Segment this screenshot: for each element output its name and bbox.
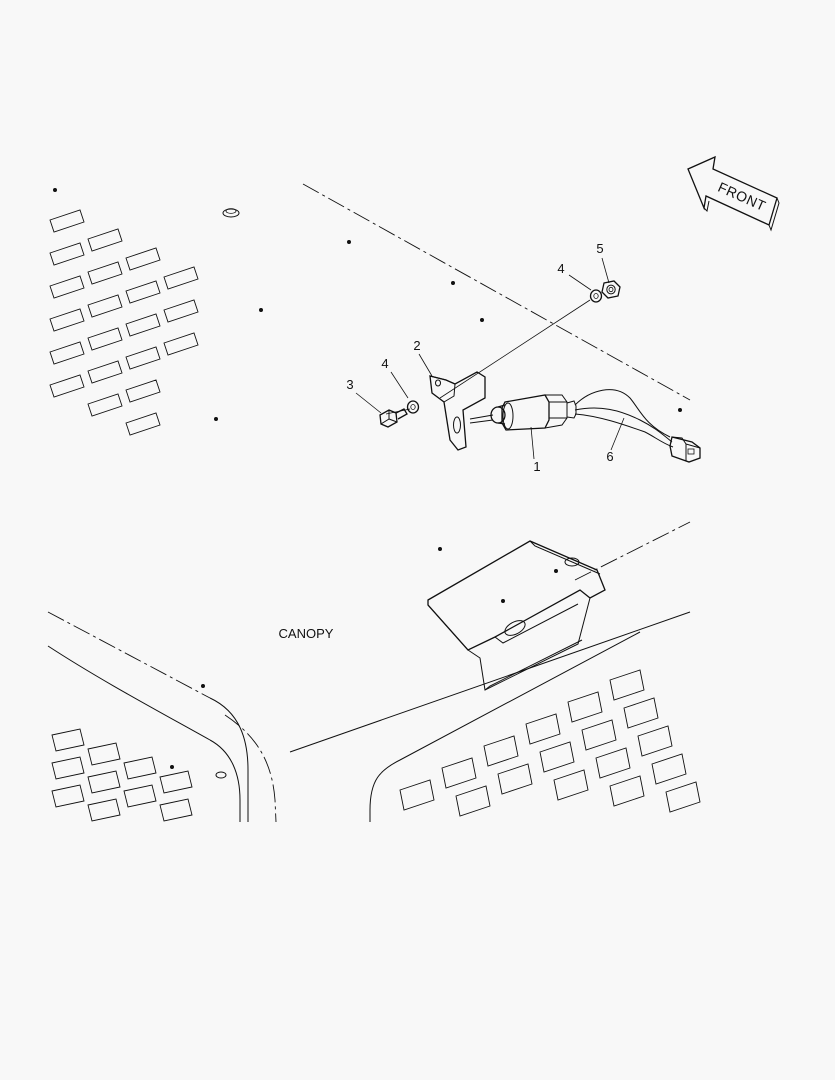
- grille-cell: [123, 784, 157, 808]
- callout-4-upper: 4: [557, 261, 564, 276]
- grille-cell: [49, 275, 85, 299]
- grille-cell: [609, 775, 645, 807]
- upper-panel-holes: [53, 187, 683, 421]
- grille-cell: [163, 266, 199, 290]
- grille-cell: [87, 261, 123, 285]
- grille-cell: [49, 209, 85, 233]
- grille-cell: [483, 735, 519, 767]
- grille-cell: [163, 299, 199, 323]
- grille-cell: [87, 228, 123, 252]
- lower-left-grille: [51, 728, 193, 822]
- grille-cell: [581, 719, 617, 751]
- grille-cell: [125, 247, 161, 271]
- pressure-switch-icon: [469, 394, 577, 431]
- grille-cell: [159, 798, 193, 822]
- grille-cell: [497, 763, 533, 795]
- grille-cell: [49, 242, 85, 266]
- grille-cell: [87, 393, 123, 417]
- grille-cell: [567, 691, 603, 723]
- callout-5: 5: [596, 241, 603, 256]
- grille-cell: [87, 742, 121, 766]
- grille-cell: [651, 753, 687, 785]
- leader-lines: [355, 257, 625, 460]
- washer-lower-icon: [406, 400, 420, 414]
- grille-cell: [51, 756, 85, 780]
- grille-cell: [553, 769, 589, 801]
- upper-grille: [49, 209, 199, 436]
- grille-cell: [87, 798, 121, 822]
- grille-cell: [125, 280, 161, 304]
- front-arrow-icon: FRONT: [687, 155, 780, 232]
- lower-right-grille: [399, 669, 701, 817]
- grille-cell: [125, 346, 161, 370]
- callout-2: 2: [413, 338, 420, 353]
- bolt-icon: [379, 408, 408, 428]
- grille-cell: [87, 294, 123, 318]
- grille-cell: [49, 341, 85, 365]
- grille-cell: [125, 313, 161, 337]
- grille-cell: [609, 669, 645, 701]
- grille-cell: [125, 379, 161, 403]
- grille-cell: [163, 332, 199, 356]
- grille-cell: [441, 757, 477, 789]
- grille-cell: [539, 741, 575, 773]
- callout-3: 3: [346, 377, 353, 392]
- assembly-axis-line: [439, 299, 591, 399]
- grille-cell: [159, 770, 193, 794]
- lower-canopy: [47, 521, 691, 823]
- grille-cell: [49, 308, 85, 332]
- grille-cell: [87, 327, 123, 351]
- washer-icon: [589, 289, 603, 303]
- front-label: FRONT: [716, 179, 769, 214]
- grille-cell: [51, 784, 85, 808]
- grille-cell: [595, 747, 631, 779]
- grille-cell: [637, 725, 673, 757]
- callout-6: 6: [606, 449, 613, 464]
- upper-panel-centerline: [302, 183, 691, 401]
- canopy-mount-bracket: [427, 540, 606, 691]
- grille-cell: [87, 770, 121, 794]
- grille-cell: [49, 374, 85, 398]
- callout-1: 1: [533, 459, 540, 474]
- canopy-label: CANOPY: [279, 626, 334, 641]
- grille-cell: [123, 756, 157, 780]
- nut-icon: [601, 280, 621, 299]
- grille-cell: [87, 360, 123, 384]
- grille-cell: [51, 728, 85, 752]
- callout-4-lower: 4: [381, 356, 388, 371]
- grille-cell: [455, 785, 491, 817]
- grille-cell: [525, 713, 561, 745]
- grille-cell: [665, 781, 701, 813]
- grille-cell: [399, 779, 435, 811]
- grille-cell: [623, 697, 659, 729]
- grille-cell: [125, 412, 161, 436]
- wire-harness-icon: [574, 389, 701, 463]
- bracket-icon: [429, 371, 486, 451]
